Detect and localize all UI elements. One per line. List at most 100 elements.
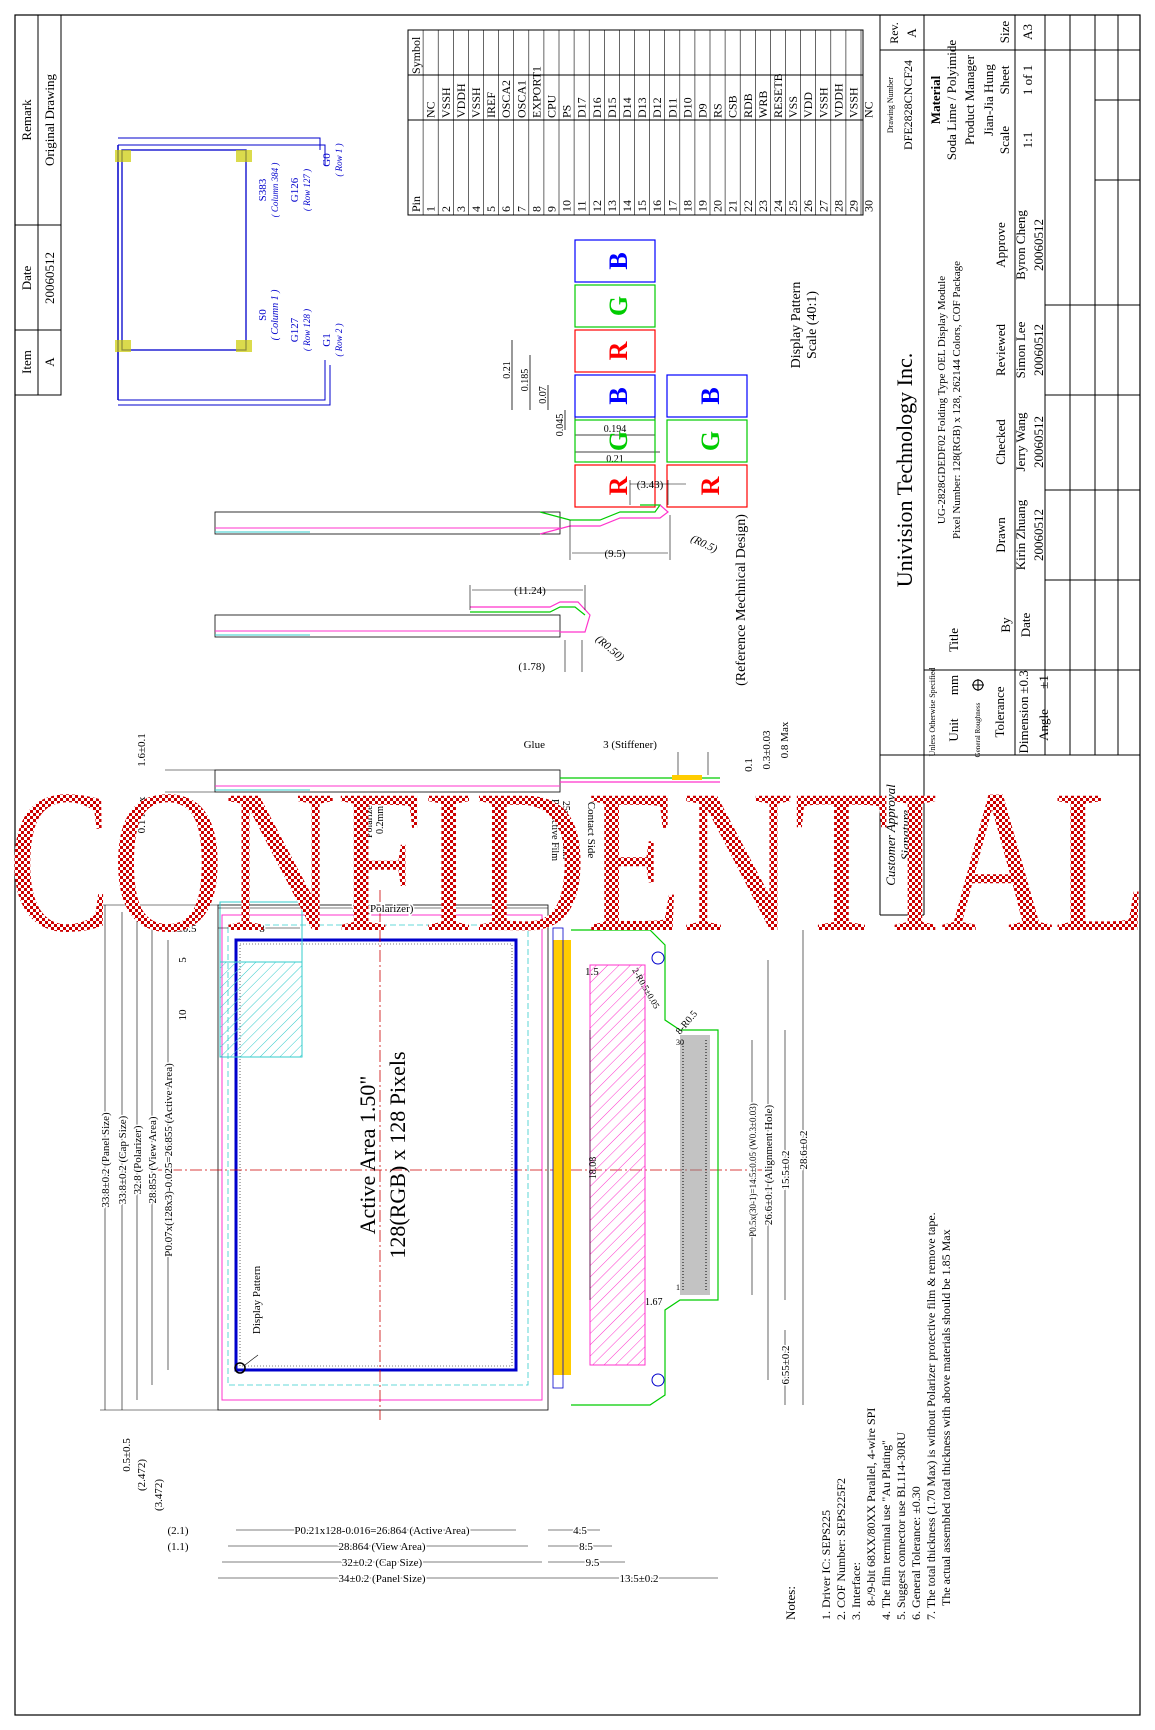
tb-drawing-number: DFE2828CNCF24 (901, 60, 915, 150)
side-polarizer: Polarizer (364, 801, 375, 838)
subpixel-letter: G (696, 431, 725, 451)
pin-symbol: D12 (650, 97, 664, 118)
pin-symbol: RS (711, 103, 725, 118)
mech-caption: (Reference Mechnical Design) (734, 514, 749, 686)
bottom-small-dim: (2.1) (167, 1525, 188, 1537)
label-g126: G126 (289, 177, 301, 202)
subpixel-letter: B (604, 252, 633, 269)
tb-customer-approval: Customer Approval (883, 784, 898, 886)
pin-symbol: VDDH (831, 83, 845, 118)
tb-reviewed-label: Reviewed (993, 324, 1008, 376)
side-01: 0.1 (743, 758, 755, 772)
pin-number: 24 (771, 200, 785, 212)
tb-checked-by: Jerry Wang (1013, 412, 1028, 472)
label-s0: S0 (257, 309, 269, 321)
pin-symbol: VSS (786, 96, 800, 118)
pin-number: 1 (424, 206, 438, 212)
title-block: Drawing Number DFE2828CNCF24 Rev. A Mate… (879, 14, 1141, 756)
panel-outline (217, 904, 549, 1411)
tb-drawn-label: Drawn (993, 517, 1008, 553)
side-01max: 0.1 Max (136, 796, 148, 833)
pin-number: 11 (575, 200, 589, 212)
pin-symbol: WRB (756, 91, 770, 118)
dim-10: 10 (177, 1009, 189, 1021)
subpixel-box (574, 239, 656, 283)
tb-date-label: Date (1018, 613, 1033, 638)
right-dim-label: 15.5±0.2 (780, 1150, 792, 1189)
side-contact: Contact Side (585, 802, 597, 859)
tb-scale-label: Scale (997, 126, 1012, 154)
mech-95: (9.5) (604, 548, 625, 560)
tb-title-label: Title (946, 628, 961, 652)
side-16: 1.6±0.1 (136, 733, 148, 767)
right-dim-label: 26.6±0.1 (Alignment Hole) (763, 1105, 775, 1226)
note-line: The actual assembled total thickness wit… (939, 1229, 953, 1606)
mech-178: (1.78) (518, 661, 545, 673)
pin-number: 25 (786, 200, 800, 212)
mech-r05: (R0.5) (689, 533, 720, 556)
subpixel-letter: G (604, 296, 633, 316)
display-pattern-callout: Display Pattern (251, 1265, 263, 1334)
tb-rev: A (904, 28, 919, 38)
subpixel-box (666, 464, 748, 508)
tb-drawing-number-label: Drawing Number (886, 77, 895, 134)
dim-15: 1.5 (585, 966, 599, 978)
display-pattern-title: Display Pattern (789, 282, 804, 369)
dim-05: 0.5±0.5 (163, 923, 197, 935)
pin-symbol: D9 (695, 103, 709, 118)
rev-item: A (42, 357, 57, 367)
tb-reviewed-date: 20060512 (1031, 324, 1046, 376)
left-dim-label: P0.07x(128x3)-0.025=26.855 (Active Area) (163, 1063, 175, 1257)
pin-symbol: VSSH (439, 87, 453, 118)
pin-symbol: VDDH (454, 83, 468, 118)
subpixel-letter: R (604, 341, 633, 360)
label-g1: G1 (321, 333, 333, 346)
pin1-label: 1 (676, 1283, 680, 1292)
tb-signature: Signature (898, 810, 913, 860)
active-area-label: Active Area 1.50" (355, 1076, 380, 1235)
pin-number: 17 (665, 200, 679, 212)
mech-343: (3.43) (637, 479, 664, 491)
label-s383: S383 (257, 178, 269, 201)
fpc-dim-label: 8.5 (579, 1541, 593, 1553)
dp-dim-007: 0.07 (538, 386, 549, 404)
label-column1: ( Column 1 ) (270, 289, 281, 341)
side-pfilm-t: 25um x 10mm (560, 801, 571, 860)
bottom-small-dim: (1.1) (167, 1541, 188, 1553)
right-dim-label: P0.5x(30-1)=14.5±0.05 (W0.3±0.03) (748, 1103, 758, 1236)
tb-size: A3 (1020, 24, 1035, 40)
mech-1124: (11.24) (514, 585, 546, 597)
side-view: 1.6±0.1 0.1 Max Polarizer 0.2mm Glue 3 (… (136, 721, 791, 861)
tb-checked-date: 20060512 (1031, 416, 1046, 468)
pixel-count-label: 128(RGB) x 128 Pixels (385, 1051, 410, 1258)
subpixel-box (574, 284, 656, 328)
subpixel-box (666, 374, 748, 418)
subpixel-letter: B (696, 387, 725, 404)
pin-number: 20 (711, 200, 725, 212)
tb-rev-label: Rev. (887, 22, 901, 44)
tb-scale: 1:1 (1020, 132, 1035, 149)
sheet-border (14, 14, 1141, 1716)
dp-dim-021: 0.21 (502, 361, 513, 379)
pin-number: 29 (846, 200, 860, 212)
pin-symbol: D16 (590, 97, 604, 118)
mech-r050: (R0.50) (593, 633, 626, 664)
left-small-dim: 0.5±0.5 (121, 1438, 133, 1472)
left-dim-label: 33.8±0.2 (Cap Size) (117, 1115, 129, 1204)
pin-number: 7 (514, 206, 528, 212)
tb-checked-label: Checked (993, 419, 1008, 465)
pin-number: 14 (620, 200, 634, 212)
tb-approve-by: Byron Cheng (1013, 210, 1028, 280)
tb-sheet: 1 of 1 (1020, 65, 1035, 95)
label-row127: ( Row 127 ) (302, 169, 312, 211)
dim-8: 8 (259, 923, 265, 935)
tb-drawn-date: 20060512 (1031, 509, 1046, 561)
fpc-dim-label: 13.5±0.2 (619, 1573, 658, 1585)
pin-symbol: D17 (575, 97, 589, 118)
pin-symbol: D15 (605, 97, 619, 118)
pin-symbol: D11 (665, 98, 679, 118)
label-row1: ( Row 1 ) (334, 143, 344, 176)
label-row2: ( Row 2 ) (334, 323, 344, 356)
pin-number: 30 (862, 200, 876, 212)
